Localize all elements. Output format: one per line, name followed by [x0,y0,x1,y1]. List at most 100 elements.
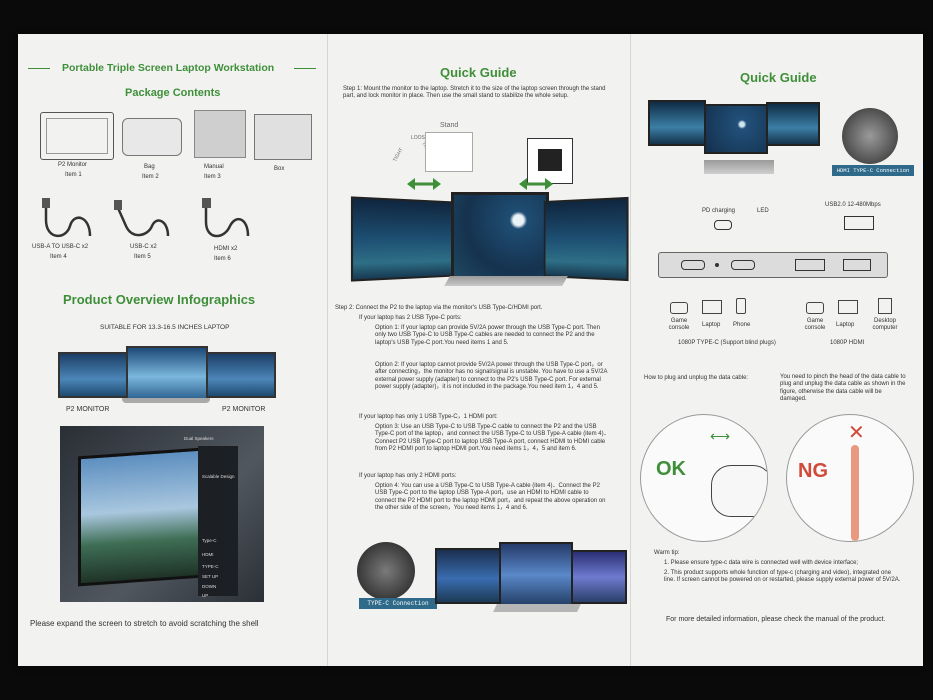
item-name: USB-A TO USB-C x2 [32,244,89,250]
laptop-base [122,398,210,403]
hand-graphic [711,465,767,517]
item-name: Manual [204,164,224,170]
left-screen-render [350,196,453,282]
item-name: HDMI x2 [214,246,238,252]
right-monitor-label: P2 MONITOR [222,406,266,413]
warm-tip-title: Warm tip: [654,550,680,556]
panel-quick-guide-1: Quick Guide Step 1: Mount the monitor to… [327,34,630,666]
charging-icon [714,220,732,230]
unplug-text: You need to pinch the head of the data c… [780,374,906,402]
ng-illustration [786,414,914,542]
step1-text: Step 1: Mount the monitor to the laptop.… [343,86,606,100]
item-qty: Item 3 [204,174,221,180]
led-indicator [715,263,719,267]
hdmi-closeup [842,108,898,164]
p3-right-screen [766,102,820,146]
tip-1: 1. Please ensure type-c data wire is con… [664,560,859,566]
case2-text: If your laptop has only 1 USB Type-C，1 H… [359,414,498,420]
typec-closeup [357,542,415,600]
item-qty: Item 1 [65,172,82,178]
option3-text: Option 3: Use an USB Type-C to USB Type-… [375,424,610,452]
stand-label: Stand [440,122,459,129]
stretch-arrows [407,178,553,190]
photo-label: HDMI [202,552,214,557]
bag-illustration [122,118,182,156]
cross-icon: ✕ [848,422,865,444]
p3-left-screen [648,100,706,146]
led-label: LED [757,208,769,214]
panel-package: Portable Triple Screen Laptop Workstatio… [18,34,327,666]
item-qty: Item 5 [134,254,151,260]
step2-text: Step 2: Connect the P2 to the laptop via… [335,305,543,311]
left-screen-image [58,352,128,398]
typec-badge: TYPE-C Connection [359,598,437,609]
bottom-right-screen [571,550,627,604]
option2-text: Option 2: If your laptop cannot provide … [375,362,608,390]
photo-label: Type-C [202,538,217,543]
device-label: Desktop computer [872,318,898,332]
monitor-illustration [40,112,114,160]
product-photo: Dual Speakers Scalable Design Type-C HDM… [60,426,264,602]
photo-label: Scalable Design [202,474,235,479]
panel1-footer: Please expand the screen to stretch to a… [30,619,259,628]
hdmi-port [795,259,825,271]
quick-guide-title: Quick Guide [740,70,817,85]
double-arrow-icon: ⟷ [710,428,731,444]
ok-illustration [640,414,768,542]
ng-label: NG [798,460,828,482]
manual-illustration [194,110,246,158]
option4-text: Option 4: You can use a USB Type-C to US… [375,483,606,511]
manual-sheet: Portable Triple Screen Laptop Workstatio… [18,34,923,666]
option1-text: Option 1: If your laptop can provide 5V/… [375,325,600,346]
lock-diagram [527,138,573,184]
port-right-label: 1080P HDMI [830,340,865,346]
cable-graphic [851,445,859,541]
device-label: Laptop [702,322,721,328]
cables-illustration [42,198,250,238]
left-monitor-label: P2 MONITOR [66,406,110,413]
ok-label: OK [656,458,686,480]
device-label: Game console [804,318,826,332]
port-strip [658,252,888,278]
photo-label: TYPE-C [202,564,219,569]
pd-charging-label: PD charging [702,208,736,214]
photo-label: DOWN [202,584,217,589]
suitable-label: SUITABLE FOR 13.3-16.5 INCHES LAPTOP [100,324,230,331]
package-heading: Package Contents [125,87,221,99]
bottom-center-screen [499,542,573,608]
quick-guide-title: Quick Guide [440,65,517,80]
panel3-footer: For more detailed information, please ch… [666,616,886,623]
center-screen-render [451,192,549,282]
right-screen-render [543,196,629,282]
photo-label: UP [202,593,209,598]
item-name: Box [274,166,285,172]
item-qty: Item 6 [214,256,231,262]
title-rule-left [28,68,50,69]
device-label: Laptop [836,322,855,328]
device-label: Phone [733,322,751,328]
case1-text: If your laptop has 2 USB Type-C ports: [359,315,462,321]
fold-line [327,34,328,666]
item-name: USB-C x2 [130,244,157,250]
title-rule-right [294,68,316,69]
tip-2: 2. This product supports whole function … [664,570,901,584]
laptop-keyboard [444,276,568,286]
stand-diagram [425,132,473,172]
usb-port-icon [844,216,874,230]
photo-screen [78,447,202,587]
usb-label: USB2.0 12-480Mbps [825,202,881,208]
bottom-laptop-base [493,604,581,612]
laptop-icon [838,300,858,314]
bottom-left-screen [435,548,501,604]
device-label: Game console [668,318,690,332]
item-name: Bag [144,164,155,170]
case3-text: If your laptop has only 2 HDMI ports: [359,473,457,479]
unplug-title: How to plug and unplug the data cable: [644,375,749,381]
item-qty: Item 2 [142,174,159,180]
photo-label: Dual Speakers [184,436,214,441]
game-console-icon [670,302,688,314]
photo-label: SET UP [202,574,219,579]
game-console-icon [806,302,824,314]
port-left-label: 1080P TYPE-C (Support blind plugs) [678,340,776,346]
typec-port [731,260,755,270]
